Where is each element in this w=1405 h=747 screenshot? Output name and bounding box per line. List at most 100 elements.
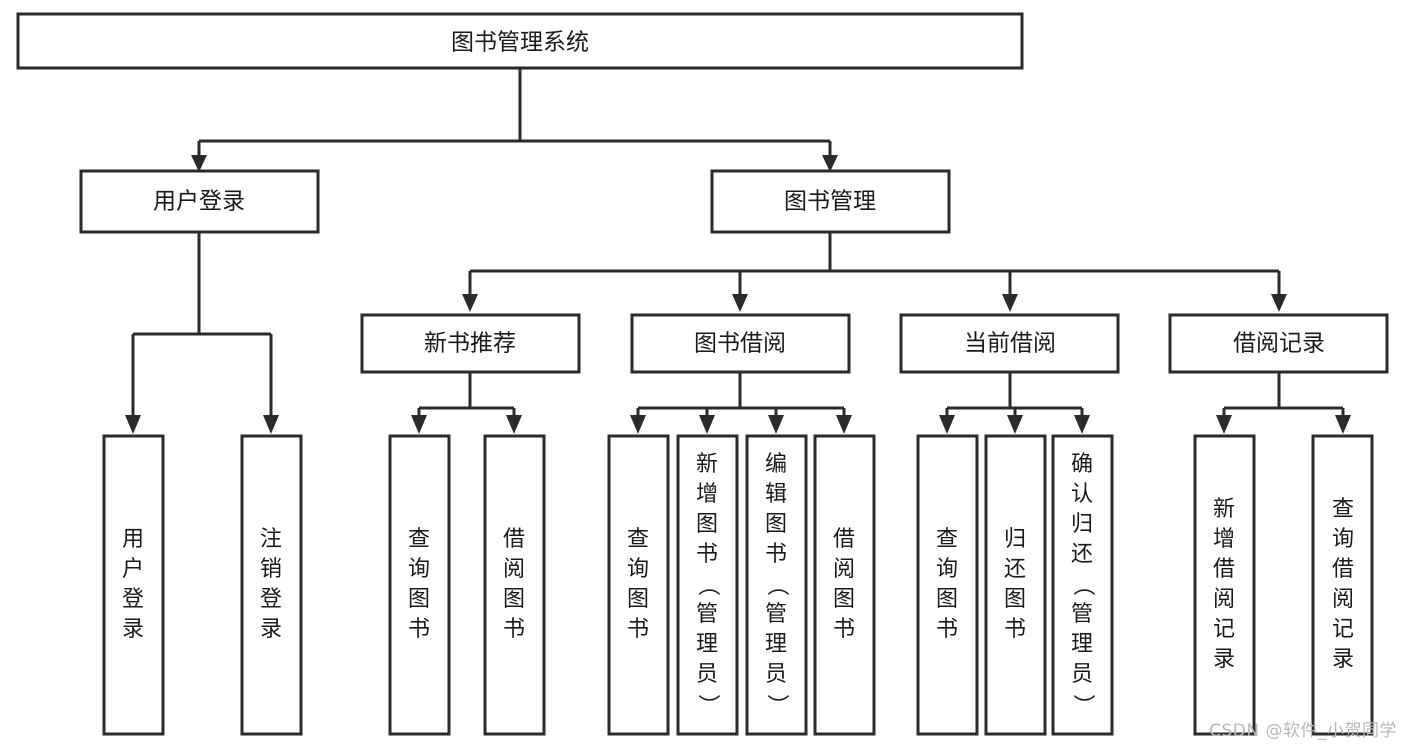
node-book-manage[interactable]: 图书管理 [710,169,951,234]
svg-text:编: 编 [765,452,787,477]
node-leaf-user-login-box[interactable] [102,434,165,736]
svg-text:录: 录 [1213,647,1235,672]
svg-text:录: 录 [1332,647,1354,672]
svg-text:）: ） [764,694,789,716]
svg-text:书: 书 [627,617,649,642]
node-root-box[interactable] [16,12,1024,70]
svg-text:书: 书 [696,542,718,567]
node-root[interactable]: 图书管理系统 [16,12,1024,70]
node-new-book-recommend[interactable]: 新书推荐 [360,313,581,374]
node-leaf-user-login-label: 用户登录 [122,527,144,642]
svg-text:）: ） [1070,694,1095,716]
node-user-login-box[interactable] [79,169,320,234]
node-new-book-recommend-box[interactable] [360,313,581,374]
arrow-head-leaf-edit-book [768,415,784,434]
svg-text:记: 记 [1213,617,1235,642]
node-leaf-user-login[interactable]: 用户登录 [102,434,165,736]
svg-text:书: 书 [503,617,525,642]
node-leaf-add-book-box[interactable] [676,434,739,736]
arrow-head-leaf-user-login [125,415,141,434]
svg-text:增: 增 [1213,527,1235,552]
connector-user-login-trunk [131,232,273,418]
svg-text:查: 查 [627,527,649,552]
node-leaf-logout-login-box[interactable] [240,434,303,736]
node-leaf-add-record-box[interactable] [1193,434,1256,736]
svg-text:员: 员 [696,662,718,687]
svg-text:增: 增 [696,482,718,507]
arrow-head-leaf-query-record [1335,415,1351,434]
node-current-borrow-box[interactable] [899,313,1120,374]
node-leaf-query-book-2-box[interactable] [607,434,670,736]
arrow-head-current-borrow [1002,294,1018,312]
svg-text:销: 销 [260,557,282,582]
svg-text:员: 员 [1071,662,1093,687]
svg-text:图: 图 [408,587,430,612]
node-book-borrow-box[interactable] [630,313,851,374]
node-book-borrow-label: 图书借阅 [694,331,786,357]
svg-text:图: 图 [765,512,787,537]
node-new-book-recommend-label: 新书推荐 [424,331,516,357]
node-book-manage-box[interactable] [710,169,951,234]
arrow-head-new-book-recommend [462,294,478,312]
svg-text:阅: 阅 [503,557,525,582]
node-leaf-query-book-3-box[interactable] [916,434,979,736]
svg-text:理: 理 [1071,632,1093,657]
node-borrow-record-box[interactable] [1168,313,1389,374]
svg-text:记: 记 [1332,617,1354,642]
node-borrow-record[interactable]: 借阅记录 [1168,313,1389,374]
svg-text:理: 理 [696,632,718,657]
arrow-head-leaf-borrow-book-2 [836,415,852,434]
svg-text:用: 用 [122,527,144,552]
svg-text:书: 书 [1004,617,1026,642]
svg-text:还: 还 [1004,557,1026,582]
arrow-head-leaf-query-book-1 [411,415,427,434]
svg-text:图: 图 [503,587,525,612]
node-leaf-return-book-box[interactable] [984,434,1047,736]
arrow-head-borrow-record [1271,294,1287,312]
svg-text:阅: 阅 [833,557,855,582]
connector-current-borrow-trunk [945,372,1084,418]
svg-text:借: 借 [1213,557,1235,582]
connector-book-borrow-trunk [636,372,846,418]
svg-text:借: 借 [1332,557,1354,582]
node-leaf-query-book-1-box[interactable] [388,434,451,736]
svg-text:确: 确 [1071,452,1093,477]
svg-text:书: 书 [765,542,787,567]
node-user-login[interactable]: 用户登录 [79,169,320,234]
svg-text:书: 书 [408,617,430,642]
arrow-head-leaf-confirm-return [1074,415,1090,434]
node-leaf-borrow-book-2-box[interactable] [813,434,876,736]
svg-text:图: 图 [627,587,649,612]
svg-text:登: 登 [260,587,282,612]
node-current-borrow[interactable]: 当前借阅 [899,313,1120,374]
node-leaf-query-record-box[interactable] [1311,434,1374,736]
svg-text:）: ） [695,694,720,716]
svg-text:录: 录 [260,617,282,642]
svg-text:新: 新 [1213,497,1235,522]
svg-text:管: 管 [696,602,718,627]
node-book-borrow[interactable]: 图书借阅 [630,313,851,374]
svg-text:询: 询 [936,557,958,582]
arrow-head-leaf-logout-login [263,415,279,434]
svg-text:注: 注 [260,527,282,552]
svg-text:阅: 阅 [1332,587,1354,612]
node-leaf-edit-book-box[interactable] [745,434,808,736]
node-leaf-borrow-book-1-box[interactable] [483,434,546,736]
node-leaf-confirm-return-box[interactable] [1051,434,1114,736]
